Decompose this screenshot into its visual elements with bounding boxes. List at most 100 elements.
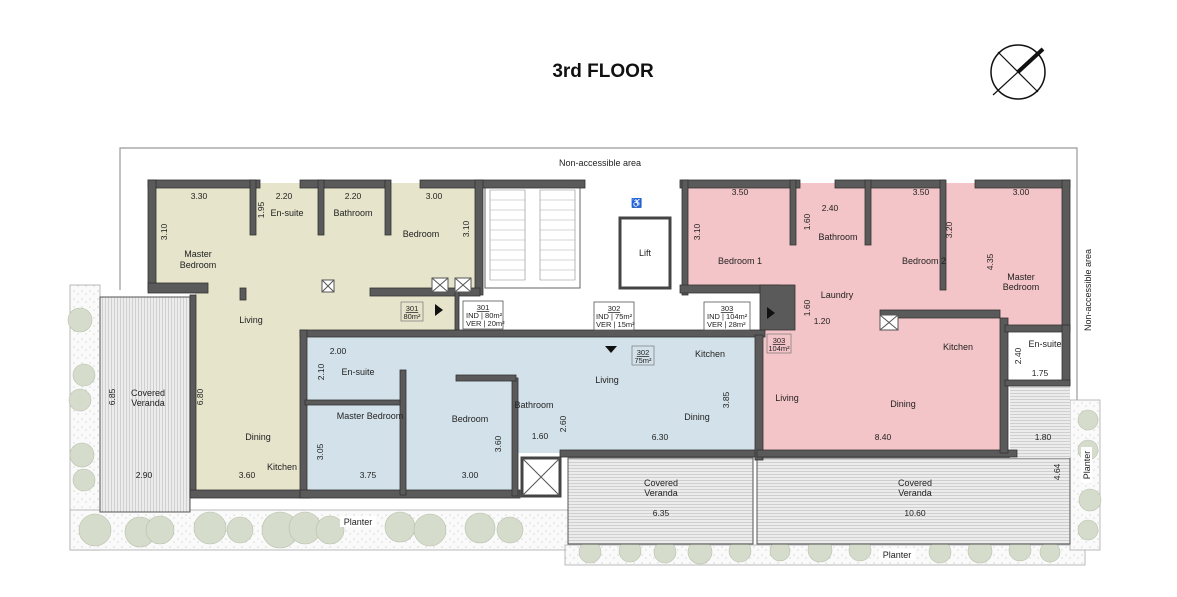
room-bathroom: Bathroom xyxy=(514,400,553,410)
room-dining: Dining xyxy=(890,399,916,409)
dimension: 1.20 xyxy=(814,316,831,326)
dimension: 1.60 xyxy=(802,299,812,316)
room-kitchen: Kitchen xyxy=(267,462,297,472)
veranda-301 xyxy=(99,296,191,513)
dimension: 3.05 xyxy=(315,443,325,460)
dimension: 3.50 xyxy=(913,187,930,197)
dimension: 2.40 xyxy=(822,203,839,213)
planter-label-bg xyxy=(879,549,915,560)
unit-301-area xyxy=(150,183,480,490)
room-dining: Dining xyxy=(684,412,710,422)
dimension: 2.20 xyxy=(276,191,293,201)
veranda-302 xyxy=(567,457,754,545)
room-bedroom-1: Bedroom 1 xyxy=(718,256,762,266)
room-living: Living xyxy=(239,315,263,325)
property-line xyxy=(119,147,1078,555)
unit-303: Bedroom 1 Bathroom Bedroom 2 Master Bedr… xyxy=(692,187,1062,518)
room-en-suite: En-suite xyxy=(341,367,374,377)
info-indoor-area: IND | 104m² xyxy=(707,312,748,321)
entrance-arrow-icon xyxy=(435,304,443,316)
unit-tag-area: 104m² xyxy=(768,344,790,353)
shaft-cross-icon xyxy=(521,457,561,497)
unit-tag-number: 302 xyxy=(637,348,650,357)
dimension: 3.00 xyxy=(1013,187,1030,197)
room-dining: Dining xyxy=(245,432,271,442)
room-laundry: Laundry xyxy=(821,290,854,300)
wheelchair-accessible-icon: ♿ xyxy=(631,197,642,208)
unit-tag-number: 301 xyxy=(406,304,419,313)
dimension: 2.90 xyxy=(136,470,153,480)
dimension: 3.60 xyxy=(493,435,503,452)
info-veranda-area: VER | 28m² xyxy=(707,320,746,329)
entrance-arrow-icon xyxy=(767,307,775,319)
dimension: 3.10 xyxy=(461,220,471,237)
room-covered-veranda-line2: Veranda xyxy=(898,488,932,498)
dimension: 3.60 xyxy=(239,470,256,480)
room-master-bedroom: Master xyxy=(1007,272,1035,282)
room-master-bedroom-line2: Bedroom xyxy=(180,260,217,270)
room-master-bedroom-line2: Bedroom xyxy=(1003,282,1040,292)
planter-label-bg xyxy=(1081,447,1092,483)
info-veranda-area: VER | 20m² xyxy=(466,319,505,328)
room-bedroom: Bedroom xyxy=(452,414,489,424)
planter-label-bg xyxy=(340,516,376,527)
dimension: 2.40 xyxy=(1013,347,1023,364)
dimension: 2.00 xyxy=(330,346,347,356)
dimension: 6.35 xyxy=(653,508,670,518)
dimension: 2.60 xyxy=(558,415,568,432)
north-compass-icon xyxy=(990,44,1046,100)
unit-302-info-box: 302 IND | 75m² VER | 15m² xyxy=(593,301,635,331)
room-living: Living xyxy=(775,393,799,403)
room-kitchen: Kitchen xyxy=(695,349,725,359)
trees xyxy=(67,307,1102,565)
dimension: 6.30 xyxy=(652,432,669,442)
unit-302: En-suite Master Bedroom Bedroom Bathroom… xyxy=(315,345,731,518)
dimension: 4.35 xyxy=(985,253,995,270)
shafts xyxy=(321,277,899,331)
unit-tag-area: 80m² xyxy=(403,312,421,321)
dimension: 3.50 xyxy=(732,187,749,197)
room-living: Living xyxy=(595,375,619,385)
room-bathroom: Bathroom xyxy=(818,232,857,242)
unit-301: Master Bedroom En-suite Bathroom Bedroom… xyxy=(107,191,471,480)
room-bedroom-2: Bedroom 2 xyxy=(902,256,946,266)
lift-shaft xyxy=(618,216,672,290)
unit-tag-number: 303 xyxy=(773,336,786,345)
room-kitchen: Kitchen xyxy=(943,342,973,352)
room-en-suite: En-suite xyxy=(270,208,303,218)
info-unit-number: 302 xyxy=(608,304,621,313)
dimension: 1.60 xyxy=(532,431,549,441)
staircase xyxy=(484,182,581,289)
room-bathroom: Bathroom xyxy=(333,208,372,218)
dimension: 3.20 xyxy=(944,221,954,238)
non-accessible-area-top: Non-accessible area xyxy=(559,158,641,168)
room-covered-veranda: Covered xyxy=(898,478,932,488)
dimension: 3.00 xyxy=(462,470,479,480)
walls xyxy=(147,179,1071,499)
dimension: 10.60 xyxy=(904,508,926,518)
unit-tag-area: 75m² xyxy=(634,356,652,365)
room-covered-veranda-line2: Veranda xyxy=(644,488,678,498)
dimension: 8.40 xyxy=(875,432,892,442)
room-master-bedroom: Master xyxy=(184,249,212,259)
veranda-303-side xyxy=(1010,385,1070,458)
room-covered-veranda: Covered xyxy=(644,478,678,488)
non-accessible-area-right: Non-accessible area xyxy=(1083,249,1093,331)
room-bedroom: Bedroom xyxy=(403,229,440,239)
planter-label: Planter xyxy=(883,550,912,560)
info-indoor-area: IND | 75m² xyxy=(596,312,633,321)
room-covered-veranda: Covered xyxy=(131,388,165,398)
dimension: 3.85 xyxy=(721,391,731,408)
info-unit-number: 301 xyxy=(477,303,490,312)
room-covered-veranda-line2: Veranda xyxy=(131,398,165,408)
unit-303-area xyxy=(685,183,1070,450)
floor-title: 3rd FLOOR xyxy=(552,61,654,82)
entrance-arrow-icon xyxy=(605,346,617,353)
planter-label: Planter xyxy=(344,517,373,527)
planter-label: Planter xyxy=(1082,451,1092,480)
lift-label: Lift xyxy=(639,248,652,258)
info-indoor-area: IND | 80m² xyxy=(466,311,503,320)
info-unit-number: 303 xyxy=(721,304,734,313)
unit-302-area xyxy=(305,333,760,495)
